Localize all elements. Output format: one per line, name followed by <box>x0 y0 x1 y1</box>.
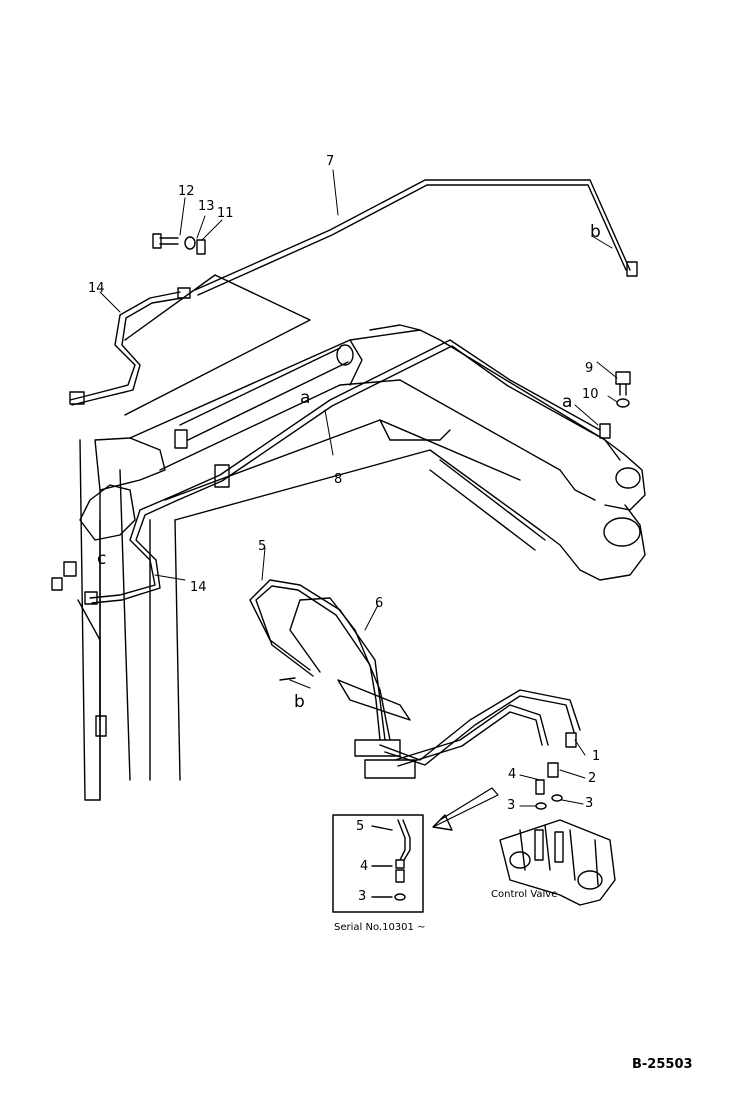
serial-inset-box <box>332 814 424 913</box>
part-number-8: 8 <box>334 472 343 487</box>
part-number-3-right: 3 <box>585 796 594 811</box>
hose-assembly <box>51 179 638 737</box>
part-number-4: 4 <box>508 767 517 782</box>
part-number-11: 11 <box>217 206 234 221</box>
part-number-1: 1 <box>592 749 601 764</box>
part-number-10: 10 <box>582 387 599 402</box>
connection-mark-b-lower: b <box>294 692 305 712</box>
hose-5-6-assembly <box>249 579 581 779</box>
boom-arm-outline <box>79 274 646 801</box>
part-number-6: 6 <box>375 596 384 611</box>
valve-fittings <box>432 732 577 831</box>
part-number-14-upper: 14 <box>88 281 105 296</box>
drawing-code: B-25503 <box>632 1057 693 1072</box>
part-number-12: 12 <box>178 184 195 199</box>
inset-part-number-5: 5 <box>356 819 365 834</box>
serial-caption: Serial No.10301 ~ <box>334 922 426 933</box>
part-number-13: 13 <box>198 199 215 214</box>
connection-mark-a-upper: a <box>562 392 573 412</box>
leader-lines <box>99 169 618 807</box>
connection-mark-c: c <box>97 549 107 569</box>
part-number-9: 9 <box>585 361 594 376</box>
control-valve-caption: Control Valve <box>491 889 558 900</box>
connection-mark-b-upper: b <box>590 222 601 242</box>
part-number-3-left: 3 <box>507 798 516 813</box>
control-valve-drawing <box>499 819 616 906</box>
part-number-7: 7 <box>326 154 335 169</box>
inset-part-number-3: 3 <box>358 889 367 904</box>
connection-mark-a-lower: a <box>300 388 311 408</box>
part-number-5: 5 <box>258 539 267 554</box>
part-number-2: 2 <box>588 771 597 786</box>
inset-part-number-4: 4 <box>360 859 369 874</box>
part-number-14-lower: 14 <box>190 580 207 595</box>
